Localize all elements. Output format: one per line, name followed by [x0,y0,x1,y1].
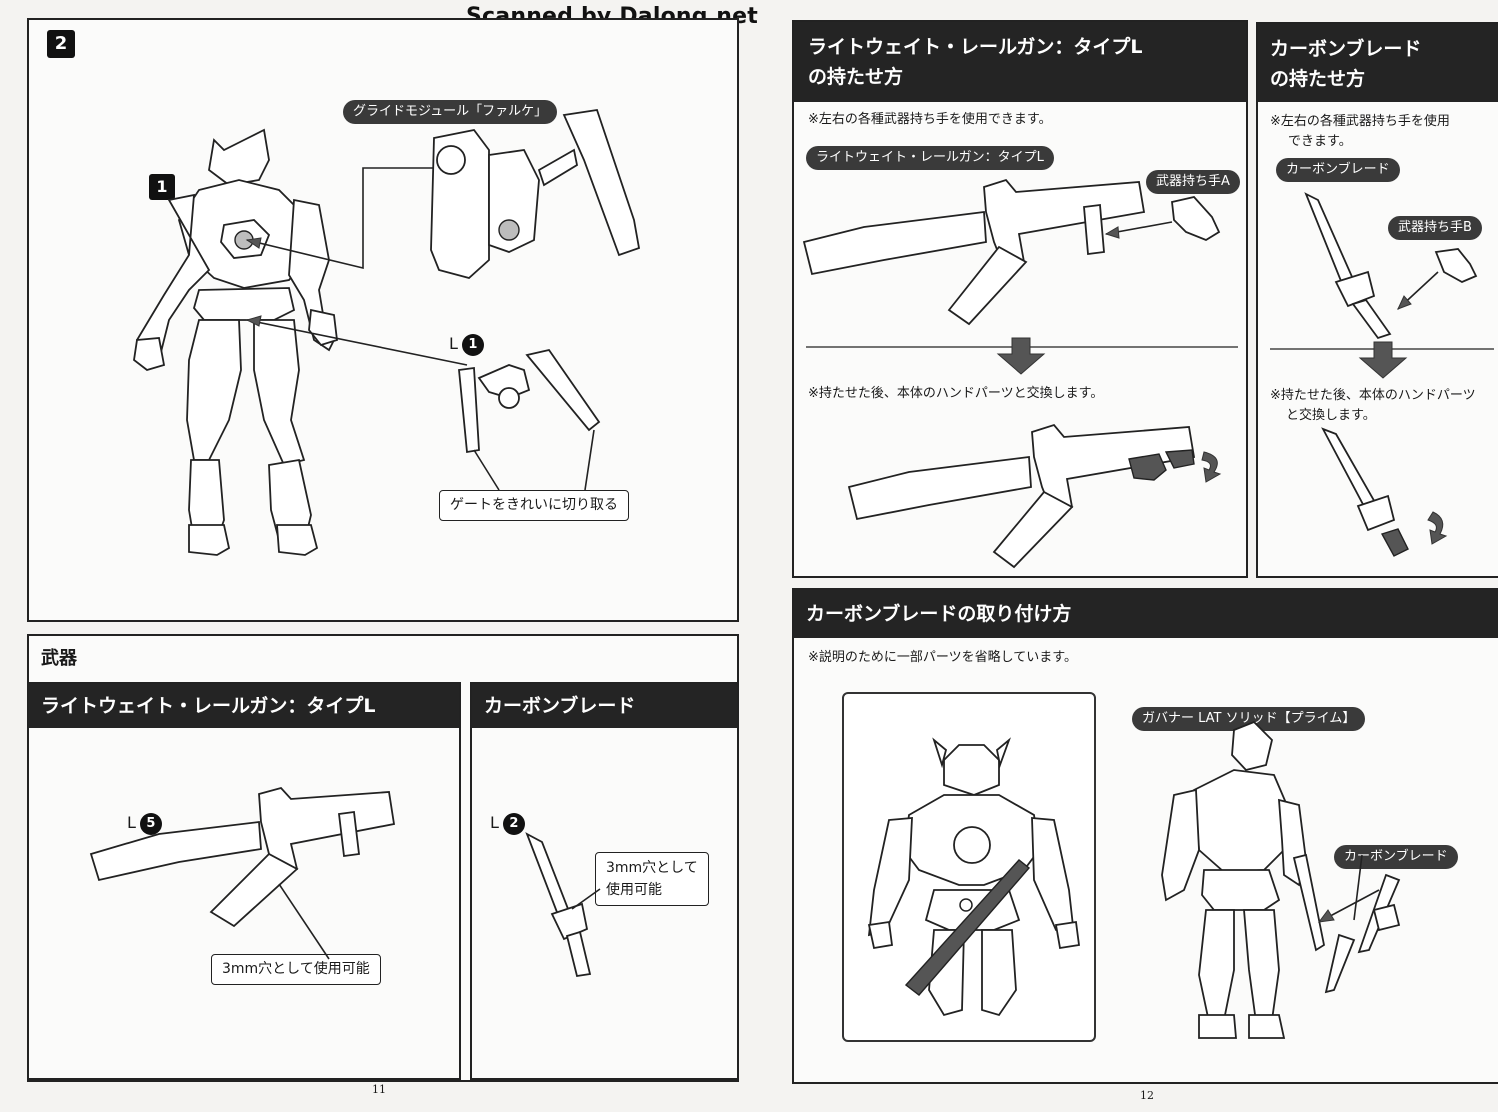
blade-note-1-line-1: ※左右の各種武器持ち手を使用 [1270,114,1450,129]
attach-note: ※説明のために一部パーツを省略しています。 [808,650,1077,665]
blade-holding-header-line-2: の持たせ方 [1270,68,1366,90]
part-number-circle: 2 [502,812,525,835]
weapons-title: 武器 [41,648,77,669]
blade-holding-panel: カーボンブレード の持たせ方 ※左右の各種武器持ち手を使用 できます。 カーボン… [1256,22,1498,578]
blade-attach-illustration [867,720,1401,1039]
page-number-right: 12 [1140,1089,1154,1102]
gate-note-box: ゲートをきれいに切り取る [439,490,629,521]
blade-holding-header-line-1: カーボンブレード [1270,38,1422,60]
blade-attach-panel: カーボンブレードの取り付け方 ※説明のために一部パーツを省略しています。 ガバナ… [792,588,1498,1084]
railgun-holding-header: ライトウェイト・レールガン：タイプL の持たせ方 [794,22,1246,102]
step-number-badge: 2 [47,30,75,58]
blade-hole-note-line-2: 使用可能 [606,882,662,898]
railgun-note-1: ※左右の各種武器持ち手を使用できます。 [808,112,1052,127]
railgun-holding-illustration [802,178,1238,569]
blade-note-2-line-2: と交換します。 [1286,408,1376,423]
l1-part-figure [458,348,601,454]
blade-attach-header: カーボンブレードの取り付け方 [794,590,1498,638]
attach-blade-label: カーボンブレード [1334,845,1458,869]
part-letter: L [127,813,136,832]
part-letter: L [449,334,458,353]
step-2-illustration [133,108,641,556]
railgun-holding-header-line-2: の持たせ方 [808,66,904,88]
railgun-holding-header-line-1: ライトウェイト・レールガン：タイプL [808,36,1143,58]
blade-pill-label: カーボンブレード [1276,158,1400,182]
glide-module-figure [430,108,641,279]
blade-header: カーボンブレード [472,684,737,728]
railgun-holding-panel: ライトウェイト・レールガン：タイプL の持たせ方 ※左右の各種武器持ち手を使用で… [792,20,1248,578]
page-number-left: 11 [372,1083,386,1096]
blade-holding-header: カーボンブレード の持たせ方 [1258,24,1498,102]
blade-note-1: ※左右の各種武器持ち手を使用 できます。 [1270,112,1450,152]
railgun-part-figure [89,786,396,960]
railgun-note-2: ※持たせた後、本体のハンドパーツと交換します。 [808,386,1104,401]
robot-back-figure [133,128,338,556]
part-letter: L [490,813,499,832]
blade-note-2-line-1: ※持たせた後、本体のハンドパーツ [1270,388,1476,403]
blade-hole-note: 3mm穴として 使用可能 [595,852,709,906]
glide-module-label: グライドモジュール「ファルケ」 [343,100,558,124]
blade-note-1-line-2: できます。 [1288,134,1352,149]
blade-hole-note-line-1: 3mm穴として [606,860,698,876]
railgun-hole-note: 3mm穴として使用可能 [211,954,381,985]
robot-front-figure [867,737,1081,1017]
railgun-header: ライトウェイト・レールガン：タイプL [29,684,459,728]
blade-note-2: ※持たせた後、本体のハンドパーツ と交換します。 [1270,386,1476,426]
railgun-pill-label: ライトウェイト・レールガン：タイプL [806,146,1054,170]
blade-part-figure [525,832,601,978]
robot-three-quarter-figure [1161,720,1326,1039]
hand-b-label: 武器持ち手B [1388,216,1482,240]
part-number-circle: 5 [139,812,162,835]
part-number-circle: 1 [461,333,484,356]
hand-a-label: 武器持ち手A [1146,170,1240,194]
blade-holding-illustration [1270,192,1494,557]
sub-step-badge: 1 [149,174,175,200]
